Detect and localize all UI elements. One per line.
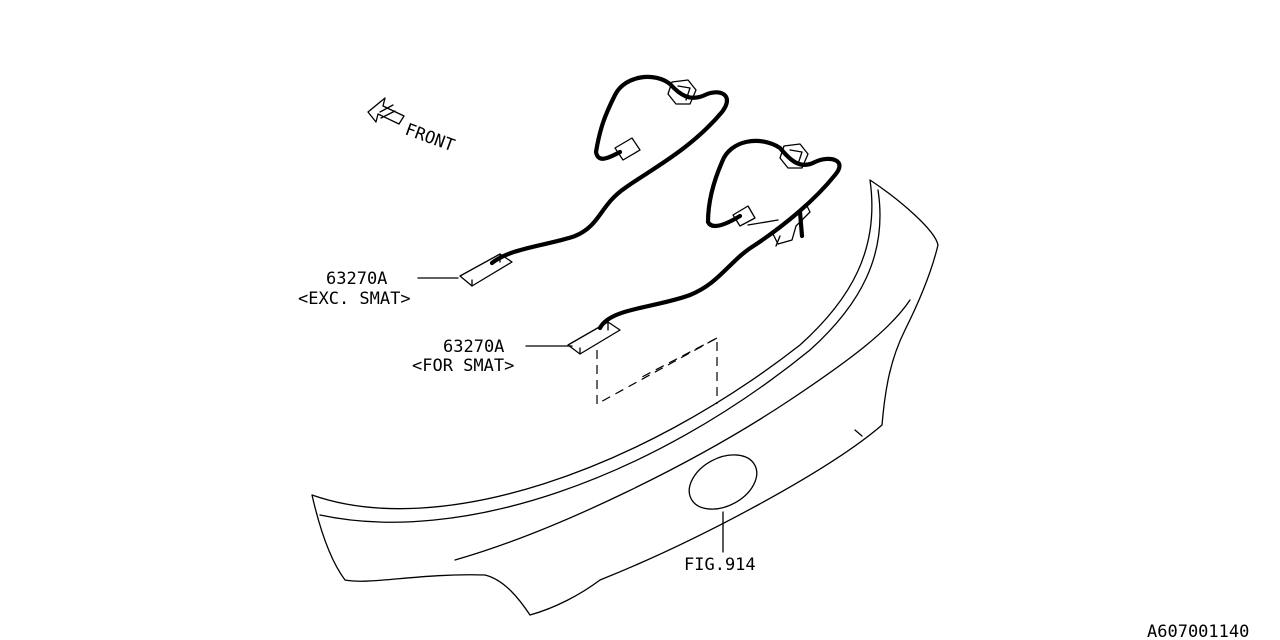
callout-2-note: <FOR SMAT> xyxy=(412,356,514,376)
callout-1-note: <EXC. SMAT> xyxy=(298,289,411,309)
license-lamp-area xyxy=(596,336,718,406)
harness-exc-smat xyxy=(459,74,730,287)
front-label: FRONT xyxy=(402,120,457,156)
fig-reference: FIG.914 xyxy=(684,555,756,575)
emblem-opening xyxy=(688,454,758,510)
callout-2-part: 63270A xyxy=(443,337,504,357)
rear-bumper-outline xyxy=(311,179,939,616)
drawing-id: A607001140 xyxy=(1147,622,1249,640)
front-arrow-icon xyxy=(367,97,405,125)
harness-for-smat xyxy=(567,138,842,355)
callout-1-part: 63270A xyxy=(326,269,387,289)
